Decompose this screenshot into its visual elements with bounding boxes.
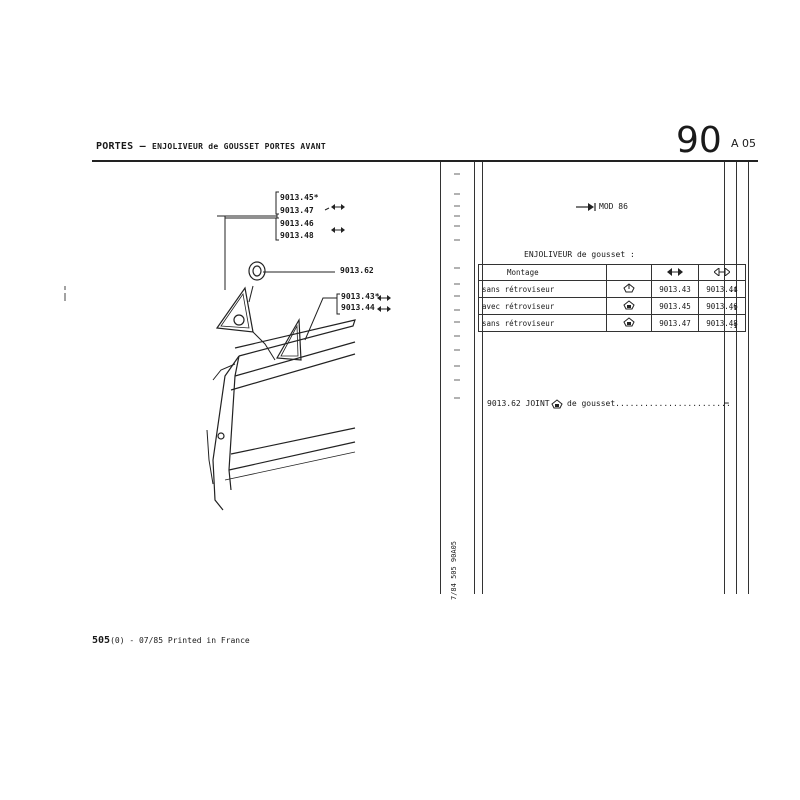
ref-9013-48: 9013.48: [280, 231, 314, 240]
ref-9013-62: 9013.62: [340, 266, 374, 275]
page-title: PORTES – ENJOLIVEUR de GOUSSET PORTES AV…: [96, 141, 326, 152]
cell-montage: avec rétroviseur: [478, 297, 607, 315]
mirror-outline-icon: [623, 283, 635, 293]
ref-9013-46: 9013.46: [280, 219, 314, 228]
table-header-row: Montage: [478, 264, 746, 281]
divider-line-6: [748, 162, 749, 594]
ref-9013-47: 9013.47: [280, 206, 314, 215]
joint-qty: –: [724, 398, 729, 407]
group-number: 90: [676, 120, 722, 161]
footer-model: 505: [92, 635, 111, 646]
tick-marks: [454, 173, 460, 399]
mod-marker: MOD 86: [599, 202, 628, 211]
divider-line-2: [474, 162, 475, 594]
col-header-left: [651, 264, 699, 281]
cell-right-ref: 9013.44: [698, 280, 746, 298]
cell-right-ref: 9013.48: [698, 314, 746, 332]
qty-row-3: .1: [729, 322, 738, 330]
table-row: sans rétroviseur 9013.47 9013.48: [478, 314, 746, 332]
parts-heading: ENJOLIVEUR de gousset :: [524, 250, 635, 259]
mirror-outline-icon: [623, 317, 635, 327]
col-header-montage: Montage: [478, 264, 607, 281]
cell-left-ref: 9013.47: [651, 314, 699, 332]
joint-desc: de gousset........................: [567, 399, 731, 408]
cell-montage: sans rétroviseur: [478, 314, 607, 332]
side-code: 7/84 505 90A05: [450, 540, 458, 600]
cell-montage: sans rétroviseur: [478, 280, 607, 298]
mirror-outline-icon: [551, 399, 563, 409]
mirror-outline-icon: [623, 300, 635, 310]
header-rule: [92, 160, 758, 162]
joint-ref: 9013.62 JOINT: [487, 399, 550, 408]
divider-line-3: [482, 162, 483, 594]
door-diagram: [206, 214, 356, 511]
ref-9013-45: 9013.45*: [280, 193, 319, 202]
table-row: avec rétroviseur 9013.45 9013.46: [478, 297, 746, 315]
ref-brackets: [275, 191, 391, 315]
margin-mark: [64, 286, 66, 301]
qty-row-2: .1: [729, 304, 738, 312]
section-title: PORTES: [96, 141, 134, 152]
sheet-code: A 05: [731, 137, 757, 150]
parts-table: Montage sans rétroviseur 9013.43 9013.44…: [478, 264, 746, 332]
cell-left-ref: 9013.43: [651, 280, 699, 298]
ref-9013-44: 9013.44: [341, 303, 375, 312]
divider-line-1: [440, 162, 441, 594]
divider-line-5: [736, 162, 737, 594]
col-header-right: [698, 264, 746, 281]
double-arrow-icon: [713, 266, 731, 277]
cell-left-ref: 9013.45: [651, 297, 699, 315]
col-header-symbol: [606, 264, 652, 281]
page-footer: 505(0) - 07/85 Printed in France: [92, 635, 250, 646]
title-dash: –: [139, 141, 146, 152]
page-subtitle: ENJOLIVEUR de GOUSSET PORTES AVANT: [152, 142, 326, 151]
footer-text: (0) - 07/85 Printed in France: [110, 636, 250, 645]
cell-right-ref: 9013.46: [698, 297, 746, 315]
divider-line-4: [724, 162, 725, 594]
qty-row-1: .1: [729, 286, 738, 294]
ref-9013-43: 9013.43*: [341, 292, 380, 301]
table-row: sans rétroviseur 9013.43 9013.44: [478, 280, 746, 298]
mod-arrow-icon: [576, 203, 596, 211]
double-arrow-icon: [667, 267, 683, 276]
